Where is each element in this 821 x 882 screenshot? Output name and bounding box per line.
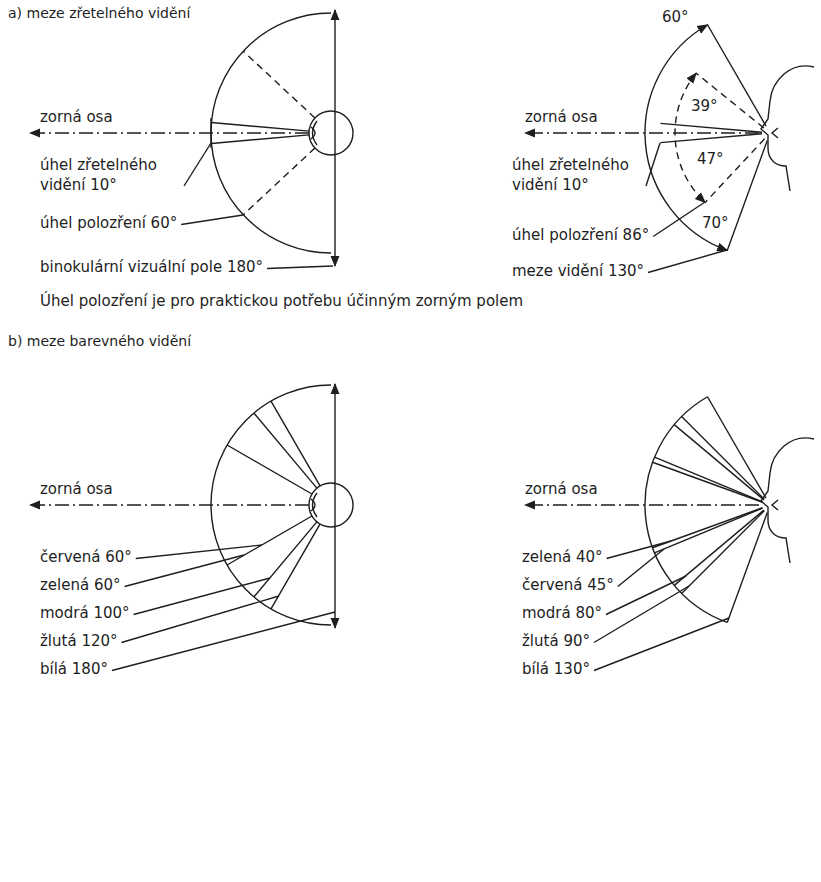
- eye-pupil: [311, 127, 315, 139]
- colour-limit-ray: [653, 462, 763, 502]
- angle-label: binokulární vizuální pole 180°: [40, 258, 263, 278]
- colour-limit-label: modrá 100°: [40, 604, 130, 624]
- colour-limit-label: modrá 80°: [522, 604, 602, 624]
- degree-label: 39°: [691, 97, 718, 117]
- sight-axis: [30, 132, 309, 133]
- colour-limit-ray: [227, 445, 312, 494]
- leader-line: [594, 618, 729, 671]
- axis-label: zorná osa: [40, 480, 113, 500]
- angle-label: úhel zřetelného vidění 10°: [512, 156, 642, 195]
- eye-mark: [772, 500, 778, 510]
- degree-label: 47°: [697, 150, 724, 170]
- section-heading: a) meze zřetelného vidění: [8, 4, 190, 22]
- colour-limit-ray: [674, 425, 764, 500]
- leader-line: [181, 215, 243, 225]
- leader-line: [653, 202, 705, 237]
- colour-limit-ray: [682, 417, 765, 500]
- leader-line: [125, 555, 244, 587]
- colour-limit-ray: [727, 513, 767, 623]
- clear-vision-ray: [211, 135, 309, 144]
- colour-limit-label: zelená 40°: [522, 548, 603, 568]
- angle-label: úhel zřetelného vidění 10°: [40, 156, 180, 195]
- leader-line: [112, 612, 335, 671]
- note-text: Úhel polozření je pro praktickou potřebu…: [40, 292, 523, 312]
- leader-line: [648, 250, 727, 273]
- section-heading: b) meze barevného vidění: [8, 332, 191, 350]
- sight-axis: [525, 132, 759, 133]
- colour-limit-ray: [254, 522, 317, 597]
- effective-field-ray: [705, 139, 764, 203]
- colour-limit-label: zelená 60°: [40, 576, 121, 596]
- colour-limit-ray: [655, 508, 763, 553]
- leader-line: [122, 596, 279, 643]
- sight-axis: [525, 504, 759, 505]
- field-limit-line: [334, 10, 335, 266]
- leader-line: [134, 578, 270, 615]
- colour-limit-label: bílá 180°: [40, 660, 108, 680]
- colour-limit-ray: [682, 511, 765, 594]
- colour-limit-ray: [227, 516, 312, 565]
- eye-mark: [772, 128, 778, 138]
- colour-limit-label: červená 60°: [40, 548, 132, 568]
- effective-field-arc: [675, 73, 705, 202]
- axis-label: zorná osa: [40, 108, 113, 128]
- leader-line: [184, 143, 211, 186]
- effective-field-ray: [243, 51, 315, 118]
- axis-label: zorná osa: [525, 108, 598, 128]
- axis-label: zorná osa: [525, 480, 598, 500]
- sight-axis: [30, 504, 309, 505]
- eye-symbol: [309, 111, 353, 155]
- eye-pupil: [311, 499, 315, 511]
- leader-line: [267, 266, 333, 269]
- leader-line: [136, 545, 262, 559]
- colour-limit-ray: [271, 401, 320, 486]
- field-limit-line: [334, 384, 335, 628]
- head-profile: [761, 66, 814, 191]
- angle-label: úhel polozření 86°: [512, 226, 649, 246]
- colour-limit-label: žlutá 120°: [40, 632, 118, 652]
- leader-line: [607, 541, 671, 559]
- colour-limit-label: bílá 130°: [522, 660, 590, 680]
- colour-limit-label: červená 45°: [522, 576, 614, 596]
- colour-limit-ray: [655, 457, 763, 502]
- leader-line: [618, 549, 664, 587]
- leader-line: [646, 143, 660, 186]
- degree-label: 70°: [702, 214, 729, 234]
- clear-vision-ray: [211, 123, 309, 132]
- eye-symbol: [309, 483, 353, 527]
- colour-limit-label: žlutá 90°: [522, 632, 590, 652]
- head-profile: [761, 438, 814, 563]
- leader-line: [594, 586, 689, 643]
- effective-field-ray: [243, 148, 315, 215]
- angle-label: úhel polozření 60°: [40, 214, 177, 234]
- degree-label: 60°: [662, 8, 689, 28]
- colour-limit-ray: [674, 510, 764, 585]
- angle-label: meze vidění 130°: [512, 262, 644, 282]
- colour-limit-ray: [254, 413, 317, 488]
